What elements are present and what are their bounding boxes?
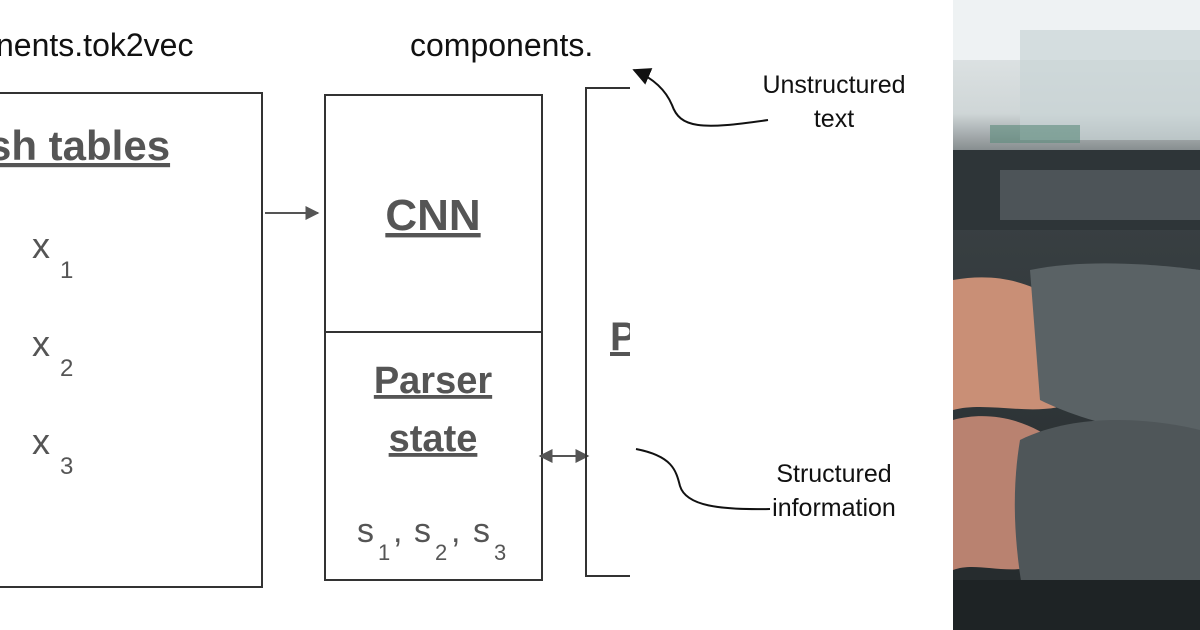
crop-mask (630, 60, 750, 600)
unstructured-label-line2: text (814, 105, 854, 133)
x1-subscript: 1 (60, 257, 73, 284)
cnn-title: CNN (385, 191, 480, 240)
components-header: components. (410, 27, 593, 63)
unstructured-label-line1: Unstructured (762, 71, 905, 99)
unstructured-arrow (632, 68, 769, 127)
s2-base: s (414, 512, 431, 550)
x3-subscript: 3 (60, 453, 73, 480)
x1-variable: x 1 (32, 225, 73, 284)
structured-line (635, 448, 771, 511)
x2-variable: x 2 (32, 323, 73, 382)
s1-subscript: 1 (378, 540, 390, 565)
s3-subscript: 3 (494, 540, 506, 565)
s-variables: s 1 , s 2 , s 3 (357, 512, 506, 565)
hash-tables-title: sh tables (0, 122, 170, 169)
s1-base: s (357, 512, 374, 550)
parser-state-title-line2: state (389, 418, 478, 460)
s3-base: s (473, 512, 490, 550)
tok2vec-header: nents.tok2vec (0, 27, 193, 63)
x2-subscript: 2 (60, 355, 73, 382)
partial-component-box (585, 87, 630, 577)
s2-subscript: 2 (435, 540, 447, 565)
structured-label-line2: information (772, 494, 896, 522)
hash-tables-box (0, 92, 263, 588)
s-separator-1: , (393, 512, 402, 550)
s-separator-2: , (451, 512, 460, 550)
parser-state-title-line1: Parser (374, 360, 493, 402)
x2-base: x (32, 323, 50, 364)
keyboard-photo (953, 0, 1200, 630)
x1-base: x (32, 225, 50, 266)
structured-label-line1: Structured (776, 460, 891, 488)
x3-variable: x 3 (32, 421, 73, 480)
cnn-parser-box (324, 94, 543, 581)
x3-base: x (32, 421, 50, 462)
